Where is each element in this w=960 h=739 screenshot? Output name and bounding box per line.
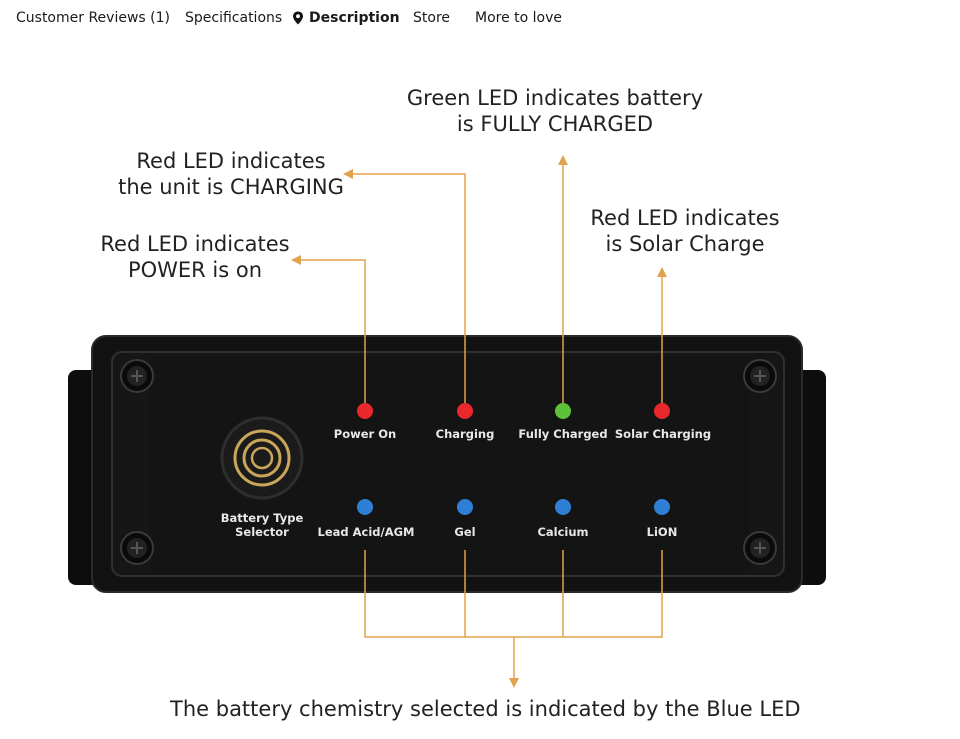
label-gel: Gel bbox=[454, 525, 476, 539]
callout-power: Red LED indicates POWER is on bbox=[100, 232, 290, 282]
label-fully-charged: Fully Charged bbox=[518, 427, 608, 441]
location-pin-icon bbox=[293, 11, 303, 25]
product-description-image: Green LED indicates battery is FULLY CHA… bbox=[0, 40, 960, 739]
charger-diagram bbox=[68, 155, 826, 688]
leader-lines bbox=[300, 164, 663, 680]
led-solar-charging bbox=[654, 403, 670, 419]
label-battery-type-selector: Battery Type Selector bbox=[220, 511, 304, 539]
led-lead-acid bbox=[357, 499, 373, 515]
led-calcium bbox=[555, 499, 571, 515]
leader-chemistry bbox=[364, 550, 663, 680]
screw-bottom-right-icon bbox=[743, 531, 777, 565]
label-solar-charging: Solar Charging bbox=[614, 427, 712, 441]
led-fully-charged bbox=[555, 403, 571, 419]
tab-label: Specifications bbox=[185, 10, 283, 26]
callout-solar: Red LED indicates is Solar Charge bbox=[590, 206, 780, 256]
label-charging: Charging bbox=[435, 427, 495, 441]
tab-store[interactable]: Store bbox=[413, 10, 450, 26]
tab-label: Description bbox=[309, 10, 400, 26]
led-charging bbox=[457, 403, 473, 419]
callout-charging: Red LED indicates the unit is CHARGING bbox=[118, 149, 344, 199]
screw-top-right-icon bbox=[743, 359, 777, 393]
screw-top-left-icon bbox=[120, 359, 154, 393]
leader-charging bbox=[352, 173, 466, 403]
leader-power bbox=[300, 259, 366, 403]
tab-label: Customer Reviews (1) bbox=[16, 10, 170, 26]
charger-device bbox=[68, 335, 826, 593]
tab-more-to-love[interactable]: More to love bbox=[475, 10, 562, 26]
led-power-on bbox=[357, 403, 373, 419]
led-lion bbox=[654, 499, 670, 515]
led-gel bbox=[457, 499, 473, 515]
tab-label: More to love bbox=[475, 10, 563, 26]
label-calcium: Calcium bbox=[537, 525, 589, 539]
screw-bottom-left-icon bbox=[120, 531, 154, 565]
label-power-on: Power On bbox=[333, 427, 397, 441]
tab-specifications[interactable]: Specifications bbox=[185, 10, 282, 26]
tab-label: Store bbox=[413, 10, 451, 26]
label-lead-acid: Lead Acid/AGM bbox=[317, 525, 415, 539]
battery-type-selector-button bbox=[220, 416, 304, 500]
label-lion: LiON bbox=[646, 525, 678, 539]
leader-arrowheads bbox=[291, 155, 667, 688]
callout-chemistry: The battery chemistry selected is indica… bbox=[170, 697, 801, 721]
product-tab-bar: Customer Reviews (1) Specifications Desc… bbox=[0, 0, 960, 40]
tab-customer-reviews[interactable]: Customer Reviews (1) bbox=[16, 10, 170, 26]
callout-fully-charged: Green LED indicates battery is FULLY CHA… bbox=[406, 86, 704, 136]
tab-description[interactable]: Description bbox=[292, 10, 400, 26]
